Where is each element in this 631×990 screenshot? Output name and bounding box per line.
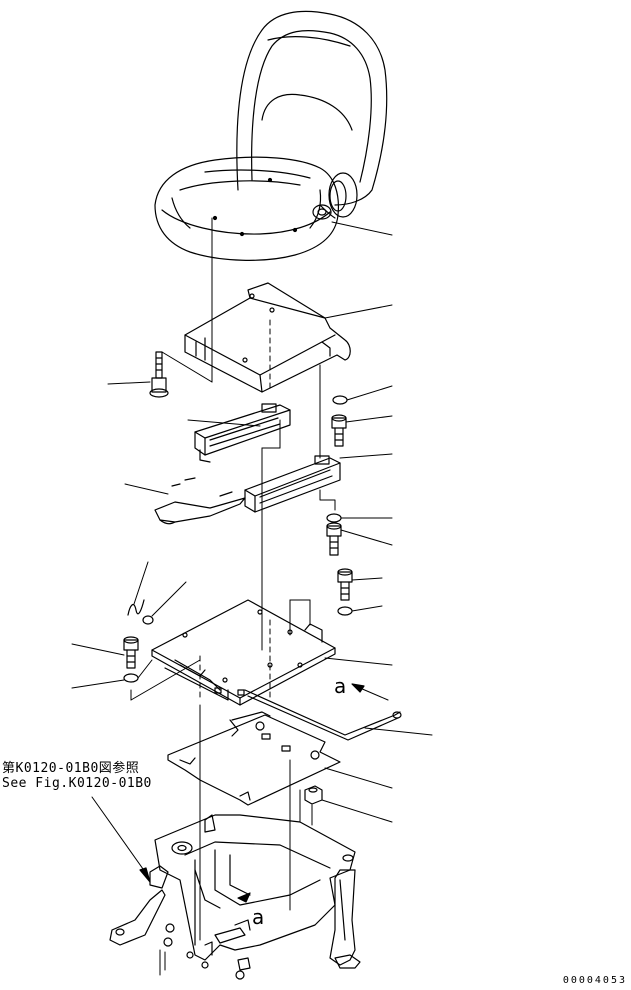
bolt-left-lower[interactable] — [123, 636, 139, 669]
view-arrow-a — [359, 687, 389, 701]
view-label-a-upper: a — [334, 674, 347, 698]
leader-bolt-right-1 — [345, 415, 393, 423]
nut[interactable] — [304, 785, 323, 805]
rod[interactable] — [244, 689, 402, 741]
slide-rail-right[interactable] — [244, 455, 341, 513]
slide-rail-left[interactable] — [194, 403, 291, 463]
washer-small-left[interactable] — [142, 615, 154, 625]
leader-mat — [324, 767, 393, 789]
washer-right-2[interactable] — [326, 513, 342, 523]
leader-washer-right-3 — [351, 605, 383, 612]
seat-recline-knob[interactable] — [312, 172, 358, 220]
base-bolts[interactable] — [159, 923, 245, 980]
leader-nut — [321, 799, 393, 823]
seat-assembly[interactable] — [154, 10, 388, 261]
reference-text-jp: 第K0120-01B0図参照 — [2, 761, 140, 776]
leader-mount-plate — [324, 657, 393, 666]
leader-bolt-right-3 — [351, 577, 383, 581]
leader-bolt-left-lower — [71, 643, 125, 656]
bolt-left-upper[interactable] — [149, 351, 169, 398]
mount-plate[interactable] — [151, 599, 336, 706]
bolt-right-2[interactable] — [326, 522, 342, 556]
leader-bracket — [324, 304, 393, 319]
leader-washer-left-lower — [71, 679, 125, 689]
washer-left-lower[interactable] — [123, 673, 139, 683]
seat-backrest-inner — [251, 29, 372, 183]
view-label-a-lower: a — [252, 905, 265, 929]
bolt-right-1[interactable] — [331, 414, 347, 447]
leader-bolt-left-upper — [107, 381, 151, 385]
washer-right-3[interactable] — [337, 606, 353, 616]
leader-washer-right-1 — [346, 385, 393, 401]
leader-rod — [364, 727, 433, 736]
adjust-lever[interactable] — [154, 477, 246, 525]
ref-leader — [91, 796, 149, 877]
leader-bolt-right-2 — [340, 529, 393, 546]
seat-backrest — [236, 10, 388, 206]
bolt-right-3[interactable] — [337, 568, 353, 601]
leader-spring-clip — [133, 561, 149, 605]
leader-rail-right — [339, 453, 393, 459]
seat-cushion — [154, 156, 340, 261]
leader-knob — [331, 221, 393, 236]
leader-lever — [124, 483, 169, 495]
washer-right-1[interactable] — [332, 395, 348, 405]
seat-stand-base[interactable] — [154, 814, 361, 971]
leader-rail-left — [187, 419, 261, 427]
leader-washer-small-left — [151, 581, 187, 617]
seat-bracket[interactable] — [184, 282, 351, 393]
reference-bracket[interactable] — [109, 865, 169, 946]
reference-text-en: See Fig.K0120-01B0 — [2, 776, 152, 791]
spring-clip[interactable] — [127, 599, 145, 616]
figure-id: 00004053 — [562, 975, 627, 986]
mat-gasket[interactable] — [167, 711, 341, 806]
